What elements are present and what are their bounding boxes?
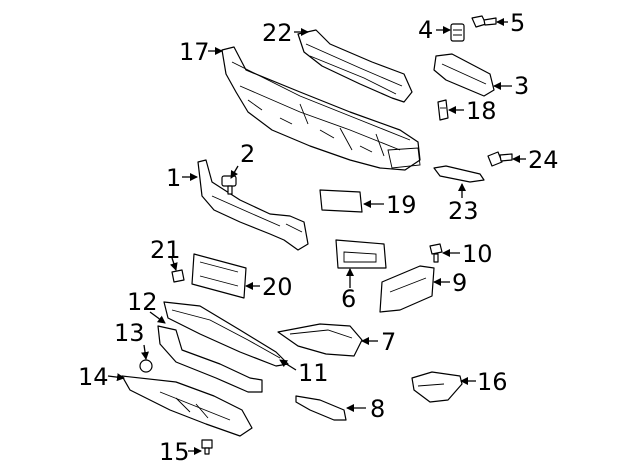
- callout-13: 13: [114, 319, 149, 360]
- molding-strip-part: [433, 165, 485, 183]
- callout-2: 2: [230, 140, 255, 179]
- side-bracket-part: [433, 53, 495, 97]
- callout-number: 24: [528, 146, 559, 174]
- lower-reinforcement-part: [157, 325, 263, 393]
- callout-5: 5: [496, 9, 525, 37]
- callout-number: 11: [298, 359, 329, 387]
- skid-plate-part: [121, 375, 253, 437]
- callout-24: 24: [512, 146, 559, 174]
- callout-1: 1: [166, 164, 198, 192]
- callout-number: 22: [262, 19, 293, 47]
- callout-16: 16: [460, 368, 508, 396]
- lower-grille-trim-part: [277, 323, 363, 357]
- fog-lamp-bezel-part: [335, 239, 387, 269]
- clip-part: [450, 23, 465, 42]
- callout-number: 23: [448, 197, 479, 225]
- callout-21: 21: [150, 236, 181, 271]
- callout-15: 15: [159, 438, 202, 466]
- callout-number: 5: [510, 9, 525, 37]
- callout-10: 10: [442, 240, 493, 268]
- bolt-part: [487, 151, 513, 167]
- callout-number: 14: [78, 363, 109, 391]
- callout-number: 2: [240, 140, 255, 168]
- bumper-absorber-part: [221, 46, 421, 171]
- callout-number: 7: [381, 328, 396, 356]
- callout-number: 3: [514, 72, 529, 100]
- bolt-15-part: [201, 439, 213, 455]
- callout-number: 13: [114, 319, 145, 347]
- callout-14: 14: [78, 363, 125, 391]
- callout-number: 8: [370, 395, 385, 423]
- callout-7: 7: [361, 328, 396, 356]
- upper-bracket-part: [297, 29, 413, 103]
- push-clip-part: [429, 243, 443, 263]
- side-trim-part: [379, 265, 435, 313]
- callout-number: 19: [386, 191, 417, 219]
- license-bracket-part: [191, 253, 247, 299]
- callout-18: 18: [448, 97, 497, 125]
- callout-23: 23: [448, 183, 479, 225]
- air-deflector-part: [411, 371, 463, 403]
- callout-number: 17: [179, 38, 210, 66]
- callout-9: 9: [433, 269, 467, 297]
- callout-12: 12: [127, 288, 166, 324]
- callout-number: 10: [462, 240, 493, 268]
- nut-part: [139, 359, 153, 373]
- callout-4: 4: [418, 16, 451, 44]
- small-bracket-part: [437, 99, 449, 121]
- callout-number: 16: [477, 368, 508, 396]
- callout-number: 1: [166, 164, 181, 192]
- callout-number: 6: [341, 285, 356, 313]
- callout-11: 11: [279, 359, 329, 387]
- callout-20: 20: [245, 273, 293, 301]
- callout-8: 8: [346, 395, 385, 423]
- screw-part: [471, 15, 497, 28]
- callout-19: 19: [363, 191, 417, 219]
- callout-number: 4: [418, 16, 433, 44]
- callout-number: 9: [452, 269, 467, 297]
- callout-3: 3: [493, 72, 529, 100]
- callout-6: 6: [341, 268, 356, 313]
- callout-number: 18: [466, 97, 497, 125]
- callout-number: 12: [127, 288, 158, 316]
- callout-22: 22: [262, 19, 309, 47]
- callout-number: 20: [262, 273, 293, 301]
- cover-plate-part: [319, 189, 363, 213]
- callout-number: 21: [150, 236, 181, 264]
- upper-cover-part: [197, 159, 309, 251]
- callout-number: 15: [159, 438, 190, 466]
- bolt-21-part: [171, 269, 185, 283]
- callout-17: 17: [179, 38, 223, 66]
- lower-trim-strip-part: [295, 395, 347, 421]
